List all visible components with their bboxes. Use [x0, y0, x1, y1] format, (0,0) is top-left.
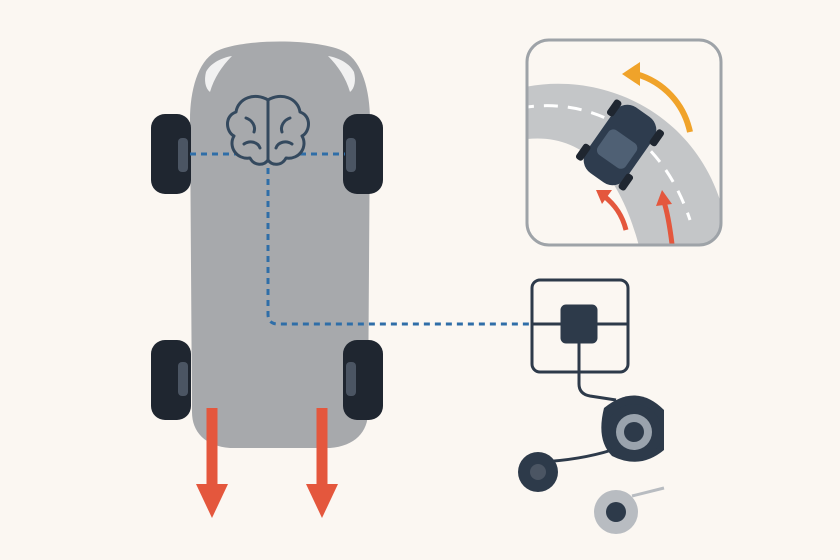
mini-car — [575, 99, 665, 191]
headlight-right — [328, 56, 355, 92]
rotation-arrow-icon — [635, 71, 693, 133]
wheel-rear-left — [151, 340, 191, 420]
wheel-front-right — [343, 114, 383, 194]
inset-force-arrow-left — [602, 194, 629, 231]
pump-icon — [601, 395, 664, 462]
controller-to-pump-wire — [577, 372, 617, 402]
cornering-inset — [525, 38, 723, 247]
headlight-left — [205, 56, 232, 92]
inset-frame — [525, 38, 723, 247]
brain-icon — [226, 95, 310, 166]
inset-force-arrow-right — [661, 201, 675, 245]
wheel-rear-right — [343, 340, 383, 420]
wheel-front-left — [151, 114, 191, 194]
signal-line-to-controller — [266, 168, 560, 326]
grey-reel — [594, 486, 665, 534]
force-arrow-icon — [196, 408, 338, 518]
cable-reel-icon — [518, 452, 558, 492]
controller-module-icon — [530, 278, 630, 374]
